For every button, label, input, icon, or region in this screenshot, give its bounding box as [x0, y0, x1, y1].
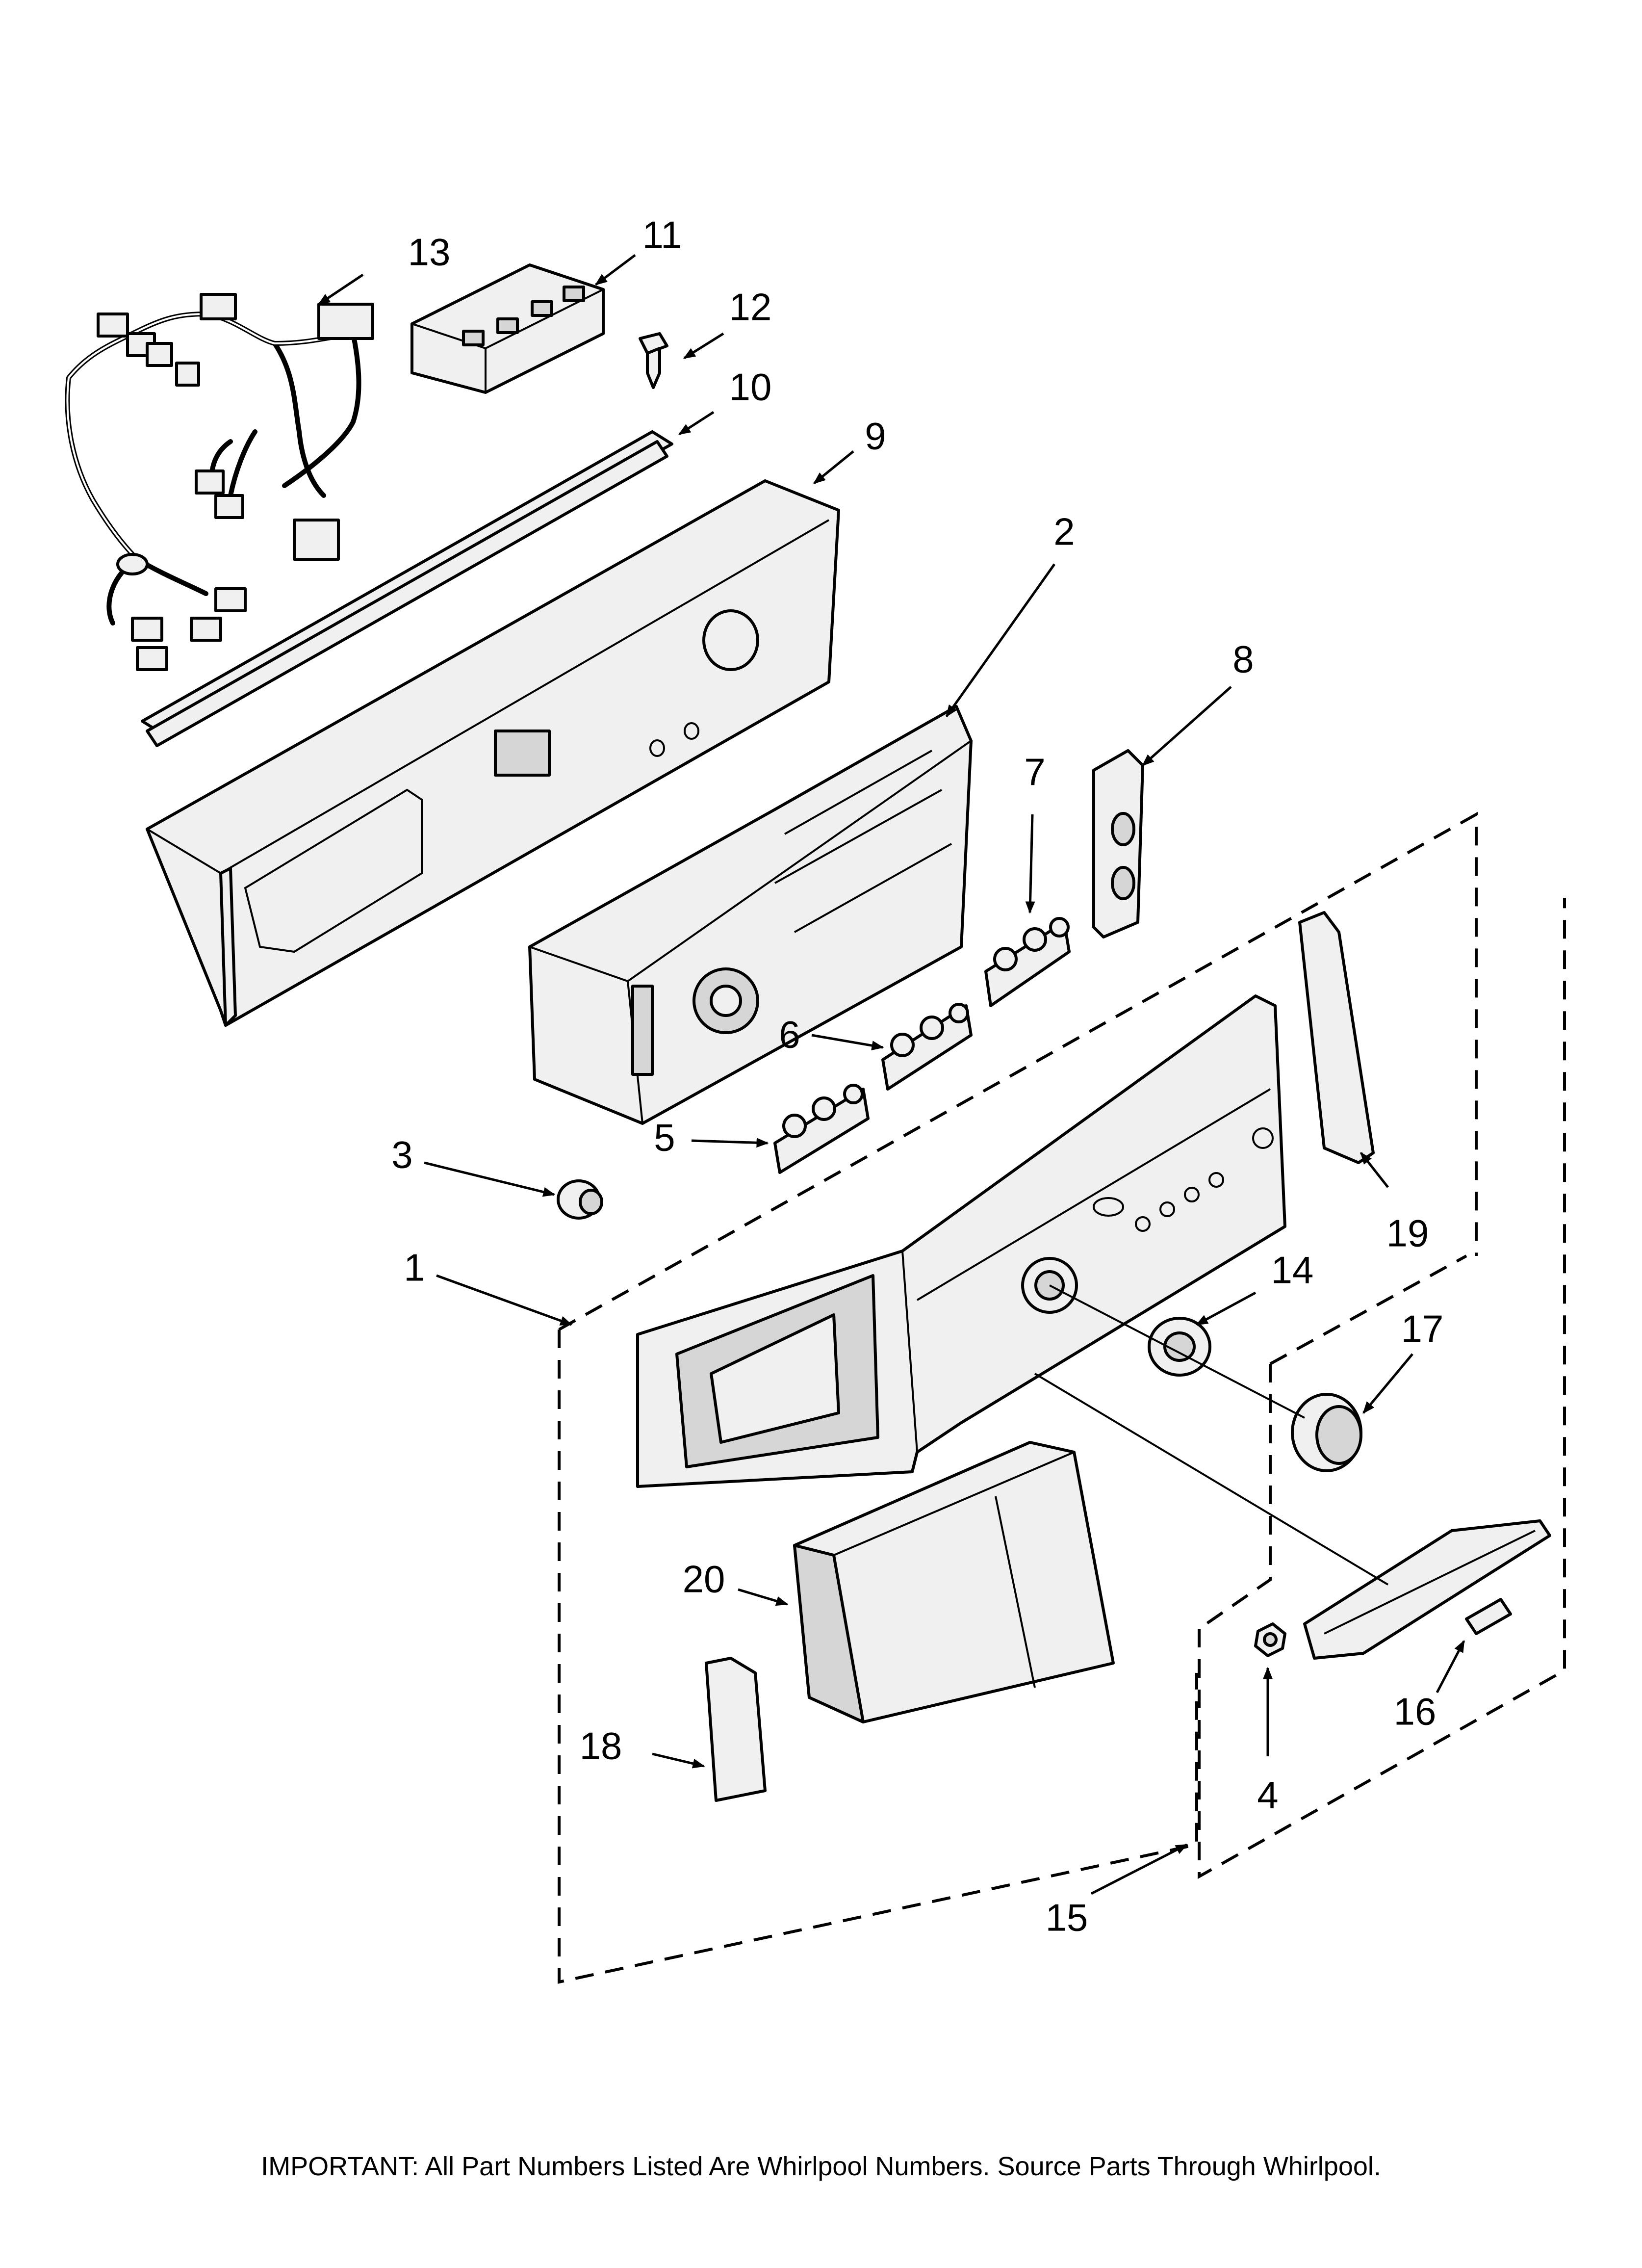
button-actuator-7: [984, 917, 1071, 1007]
callout-5: 5: [654, 1116, 675, 1159]
end-cap-left: [705, 1657, 767, 1802]
button-actuator-5: [773, 1084, 870, 1174]
knob-insert: [557, 1179, 603, 1220]
callout-16: 16: [1394, 1690, 1437, 1733]
selector-knob: [1291, 1393, 1362, 1472]
screw: [639, 332, 668, 389]
callout-11: 11: [642, 213, 682, 257]
callout-12: 12: [729, 286, 772, 329]
assembly-boundary-15: [1198, 898, 1566, 1879]
callout-10: 10: [729, 365, 772, 409]
dispenser-drawer: [793, 1441, 1115, 1723]
callout-4: 4: [1257, 1773, 1278, 1817]
assembly-lines: [1034, 1284, 1389, 1586]
lens: [1465, 1598, 1512, 1635]
callout-20: 20: [683, 1558, 725, 1601]
callout-13: 13: [408, 231, 451, 274]
console-back-panel: [146, 479, 840, 1027]
callout-19: 19: [1386, 1212, 1429, 1255]
wire-harness: [65, 293, 374, 671]
callout-1: 1: [404, 1246, 425, 1289]
electronic-control-module: [528, 705, 973, 1125]
callout-labels: 13 11 12 10 9 2 8 7 6 5 3 1 14 19 17 20 …: [391, 213, 1443, 1939]
assembly-boundary-1: [558, 811, 1478, 1984]
callout-15: 15: [1046, 1896, 1088, 1939]
leader-arrows: [317, 254, 1465, 1895]
callout-8: 8: [1232, 638, 1254, 681]
callout-14: 14: [1271, 1249, 1314, 1292]
callout-9: 9: [865, 415, 886, 458]
callout-7: 7: [1024, 751, 1045, 794]
button-actuator-6: [881, 1003, 973, 1091]
switch-bracket: [1092, 749, 1144, 938]
knob-ring: [1148, 1317, 1211, 1377]
connector-block: [410, 263, 605, 394]
bezel-assembly: [1303, 1519, 1551, 1660]
callout-3: 3: [391, 1133, 412, 1176]
console-panel: [636, 994, 1286, 1488]
callout-17: 17: [1401, 1307, 1444, 1351]
nut: [1254, 1622, 1286, 1657]
end-cap-right: [1298, 911, 1375, 1164]
bracket-rail: [141, 430, 673, 747]
callout-6: 6: [779, 1013, 800, 1056]
footer-notice: IMPORTANT: All Part Numbers Listed Are W…: [261, 2152, 1381, 2181]
callout-18: 18: [580, 1724, 622, 1768]
callout-2: 2: [1053, 510, 1075, 553]
